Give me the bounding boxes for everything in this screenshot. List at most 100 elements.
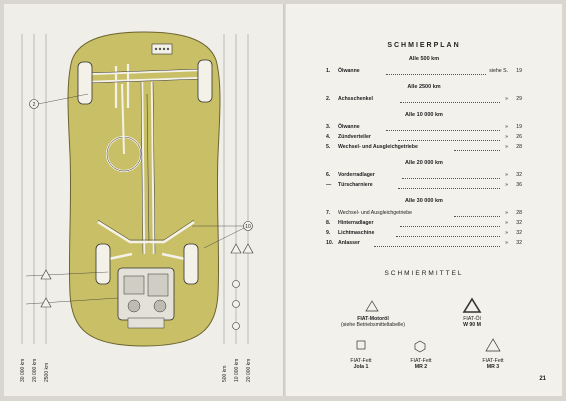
interval-label: 30 000 km bbox=[20, 359, 26, 382]
triangle-filled-ring-icon bbox=[462, 297, 482, 313]
dot-leader bbox=[386, 68, 486, 75]
chassis-diagram: 2 10 30 000 km 20 000 km bbox=[20, 31, 254, 382]
row-ref: » bbox=[505, 124, 508, 130]
table-row: 6. Vorderradlager » 32 bbox=[326, 172, 522, 180]
lubricant-grease-jola: FIAT-Fett Jola 1 bbox=[336, 358, 386, 370]
row-ref: » bbox=[505, 220, 508, 226]
row-label: Türscharniere bbox=[338, 182, 373, 188]
row-label: Achsschenkel bbox=[338, 96, 373, 102]
dot-leader bbox=[396, 230, 500, 237]
rear-right-wheel bbox=[183, 243, 199, 285]
row-number: 5. bbox=[326, 144, 331, 150]
lube-marker-circle-2: 2 bbox=[29, 99, 39, 109]
table-row: 4. Zündverteiler » 26 bbox=[326, 134, 522, 142]
battery-cells bbox=[154, 47, 170, 51]
lubricant-symbols bbox=[356, 297, 501, 353]
section-heading: Alle 20 000 km bbox=[405, 160, 443, 166]
square-icon bbox=[356, 340, 366, 350]
right-page: SCHMIERPLAN Alle 500 km 1. Ölwanne siehe… bbox=[286, 4, 562, 396]
interval-label: 500 km bbox=[222, 366, 228, 382]
lube-marker-circle-10: 10 bbox=[243, 221, 253, 231]
row-label: Ölwanne bbox=[338, 124, 360, 130]
row-ref: » bbox=[505, 134, 508, 140]
lubricant-grease-mr2: FIAT-Fett MR 2 bbox=[396, 358, 446, 370]
row-ref: » bbox=[505, 240, 508, 246]
leader-lines bbox=[25, 93, 249, 305]
row-page: 26 bbox=[516, 134, 522, 140]
dot-leader bbox=[398, 182, 500, 189]
battery-box bbox=[151, 43, 173, 55]
row-number: 8. bbox=[326, 220, 331, 226]
hexagon-icon bbox=[414, 340, 426, 353]
lubricant-grade: MR 3 bbox=[486, 364, 500, 370]
section-heading: Alle 10 000 km bbox=[405, 112, 443, 118]
section-heading: Alle 30 000 km bbox=[405, 198, 443, 204]
table-row: 3. Ölwanne » 19 bbox=[326, 124, 522, 132]
row-label: Vorderradlager bbox=[338, 172, 375, 178]
dot-leader bbox=[400, 220, 500, 227]
table-row: — Türscharniere » 36 bbox=[326, 182, 522, 190]
interval-label: 20 000 km bbox=[32, 359, 38, 382]
dot-leader bbox=[374, 240, 500, 247]
row-page: 28 bbox=[516, 144, 522, 150]
lube-marker-triangles-left bbox=[40, 269, 52, 308]
row-page: 32 bbox=[516, 172, 522, 178]
interval-labels-right: 500 km 10 000 km 20 000 km bbox=[222, 359, 252, 382]
row-page: 19 bbox=[516, 124, 522, 130]
dot-leader bbox=[386, 124, 500, 131]
marker-10-text: 10 bbox=[245, 224, 251, 230]
lubricants-title: SCHMIERMITTEL bbox=[384, 270, 464, 277]
lubricant-motor-oil: FIAT-Motoröl (siehe Betriebsmitteltabell… bbox=[332, 316, 414, 328]
row-page: 32 bbox=[516, 220, 522, 226]
book-gutter bbox=[283, 4, 287, 396]
table-row: 8. Hinterradlager » 32 bbox=[326, 220, 522, 228]
front-right-wheel bbox=[197, 59, 213, 103]
lubricant-grease-mr3: FIAT-Fett MR 3 bbox=[468, 358, 518, 370]
row-label: Anlasser bbox=[338, 240, 360, 246]
row-label: Wechsel- und Ausgleichgetriebe bbox=[338, 210, 413, 216]
front-left-wheel bbox=[77, 61, 93, 105]
row-page: 32 bbox=[516, 240, 522, 246]
row-label: Ölwanne bbox=[338, 68, 360, 74]
dot-leader bbox=[454, 144, 500, 151]
dot-leader bbox=[398, 134, 500, 141]
lubricant-name: FIAT-Fett bbox=[482, 358, 504, 364]
triangle-large-outline-icon bbox=[485, 338, 501, 352]
row-ref: » bbox=[505, 210, 508, 216]
lubricant-name: FIAT-Fett bbox=[350, 358, 372, 364]
lube-marker-circles-right bbox=[232, 280, 240, 330]
row-ref: » bbox=[505, 230, 508, 236]
row-ref: » bbox=[505, 182, 508, 188]
lubricant-name: FIAT-Motoröl bbox=[357, 316, 389, 322]
row-page: 29 bbox=[516, 96, 522, 102]
row-number: 3. bbox=[326, 124, 331, 130]
interval-label: 10 000 km bbox=[234, 359, 240, 382]
interval-label: 2500 km bbox=[44, 363, 50, 382]
table-row: 5. Wechsel- und Ausgleichgetriebe » 28 bbox=[326, 144, 522, 152]
page-title: SCHMIERPLAN bbox=[387, 42, 461, 49]
lubricant-name: FIAT-Fett bbox=[410, 358, 432, 364]
row-number: 9. bbox=[326, 230, 331, 236]
row-number: 7. bbox=[326, 210, 331, 216]
lubricant-note: (siehe Betriebsmitteltabelle) bbox=[340, 322, 405, 328]
row-number: — bbox=[326, 182, 332, 188]
interval-labels-left: 30 000 km 20 000 km 2500 km bbox=[20, 359, 50, 382]
row-ref: » bbox=[505, 144, 508, 150]
interval-label: 20 000 km bbox=[246, 359, 252, 382]
table-row: 9. Lichtmaschine » 32 bbox=[326, 230, 522, 238]
row-number: 2. bbox=[326, 96, 331, 102]
table-row: 1. Ölwanne siehe S. 19 bbox=[326, 68, 522, 76]
row-page: 32 bbox=[516, 230, 522, 236]
center-tunnel bbox=[140, 81, 156, 255]
row-ref: siehe S. bbox=[489, 68, 508, 74]
triangle-outline-icon bbox=[365, 300, 379, 312]
row-number: 10. bbox=[326, 240, 334, 246]
row-label: Wechsel- und Ausgleichgetriebe bbox=[338, 144, 418, 150]
section-heading: Alle 2500 km bbox=[407, 84, 441, 90]
dot-leader bbox=[454, 210, 500, 217]
steering-column bbox=[121, 83, 125, 155]
table-row: 7. Wechsel- und Ausgleichgetriebe » 28 bbox=[326, 210, 522, 218]
row-ref: » bbox=[505, 172, 508, 178]
page-number: 21 bbox=[539, 376, 546, 382]
